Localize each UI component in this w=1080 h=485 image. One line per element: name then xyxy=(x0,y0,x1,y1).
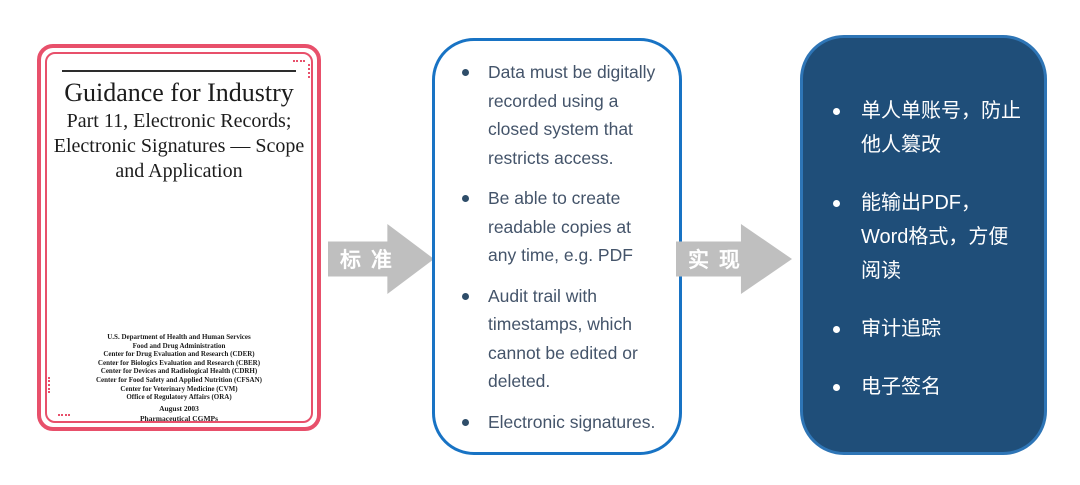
arrow-standard: 标 准 xyxy=(328,224,434,294)
guidance-subtitle-line: Part 11, Electronic Records; xyxy=(66,110,292,132)
bullet-icon xyxy=(462,195,469,202)
corner-mark xyxy=(308,64,310,78)
date-line: August 2003 xyxy=(159,404,199,413)
standard-item-text: Data must be digitally recorded using a … xyxy=(488,62,656,168)
standards-list: Data must be digitally recorded using a … xyxy=(462,58,663,436)
guidance-subtitle-line: Electronic Signatures — Scope xyxy=(53,135,305,157)
implementation-box: 单人单账号，防止他人篡改 能输出PDF，Word格式，方便阅读 审计追踪 电子签… xyxy=(800,35,1047,455)
list-item: Be able to create readable copies at any… xyxy=(462,184,663,270)
bullet-icon xyxy=(462,292,469,300)
cover-inner-border xyxy=(45,52,313,423)
implementation-item-text: 审计追踪 xyxy=(861,318,941,340)
list-item: Audit trail with timestamps, which canno… xyxy=(462,282,663,396)
corner-mark xyxy=(48,377,50,393)
corner-mark xyxy=(58,414,70,416)
bullet-icon xyxy=(833,108,840,115)
list-item: Electronic signatures. xyxy=(462,408,663,437)
guidance-title: Guidance for Industry xyxy=(64,78,294,107)
corner-mark xyxy=(293,60,305,62)
implementation-item-text: 电子签名 xyxy=(861,376,941,398)
agency-line: Center for Veterinary Medicine (CVM) xyxy=(120,384,238,393)
footer-line: Pharmaceutical CGMPs xyxy=(139,413,219,423)
agency-list: U.S. Department of Health and Human Serv… xyxy=(49,333,309,402)
list-item: 单人单账号，防止他人篡改 xyxy=(833,94,1026,162)
list-item: 能输出PDF，Word格式，方便阅读 xyxy=(833,186,1026,288)
standard-item-text: Electronic signatures. xyxy=(488,411,656,432)
agency-line: Center for Devices and Radiological Heal… xyxy=(100,367,258,376)
bullet-icon xyxy=(462,418,469,426)
standard-item-text: Audit trail with timestamps, which canno… xyxy=(488,285,638,392)
agency-line: Food and Drug Administration xyxy=(132,341,226,350)
agency-line: Center for Biologics Evaluation and Rese… xyxy=(97,358,261,367)
agency-line: Center for Food Safety and Applied Nutri… xyxy=(96,375,262,384)
standard-item-text: Be able to create readable copies at any… xyxy=(488,188,633,265)
guidance-subtitle-line: and Application xyxy=(115,160,243,182)
title-rule xyxy=(62,70,296,72)
fda-guidance-cover: Guidance for Industry Part 11, Electroni… xyxy=(37,44,321,431)
list-item: Data must be digitally recorded using a … xyxy=(462,58,663,172)
agency-line: Office of Regulatory Affairs (ORA) xyxy=(126,393,232,402)
arrow-standard-label: 标 准 xyxy=(340,249,394,272)
list-item: 审计追踪 xyxy=(833,312,1026,346)
arrow-implement-label: 实 现 xyxy=(688,249,742,272)
bullet-icon xyxy=(462,69,469,76)
bullet-icon xyxy=(833,326,840,333)
list-item: 电子签名 xyxy=(833,370,1026,404)
bullet-icon xyxy=(833,384,840,391)
arrow-implement: 实 现 xyxy=(676,224,792,294)
cover-date-block: August 2003 Pharmaceutical CGMPs xyxy=(49,404,309,423)
agency-line: U.S. Department of Health and Human Serv… xyxy=(107,333,251,341)
agency-line: Center for Drug Evaluation and Research … xyxy=(103,350,255,359)
bullet-icon xyxy=(833,200,840,207)
implementation-item-text: 能输出PDF，Word格式，方便阅读 xyxy=(861,192,1009,282)
implementation-list: 单人单账号，防止他人篡改 能输出PDF，Word格式，方便阅读 审计追踪 电子签… xyxy=(833,94,1026,404)
implementation-item-text: 单人单账号，防止他人篡改 xyxy=(861,100,1021,156)
cover-content: Guidance for Industry Part 11, Electroni… xyxy=(49,56,309,423)
standards-box: Data must be digitally recorded using a … xyxy=(432,38,682,455)
